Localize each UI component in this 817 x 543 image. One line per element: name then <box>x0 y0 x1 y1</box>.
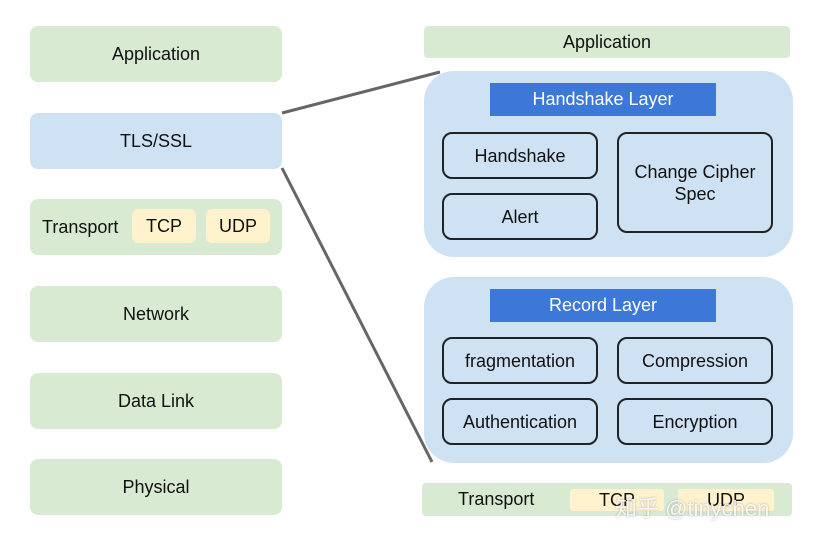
osi-data-link-label: Data Link <box>117 390 195 411</box>
detail-application-label: Application <box>562 31 652 52</box>
osi-network-layer: Network <box>30 286 282 342</box>
osi-network-label: Network <box>122 303 189 324</box>
record-layer-title: Record Layer <box>548 295 658 315</box>
change-cipher-spec-label: Change Cipher Spec <box>634 161 756 204</box>
change-cipher-spec-box: Change Cipher Spec <box>617 132 773 233</box>
detail-transport-layer: Transport TCP UDP <box>422 483 792 516</box>
osi-udp-label: UDP <box>218 215 257 236</box>
fragmentation-box: fragmentation <box>442 337 598 384</box>
record-layer-header: Record Layer <box>490 289 716 322</box>
osi-tcp-badge: TCP <box>132 209 196 243</box>
osi-tcp-label: TCP <box>146 215 182 236</box>
handshake-layer-header: Handshake Layer <box>490 83 716 116</box>
connector-bottom-line <box>280 167 434 463</box>
handshake-label: Handshake <box>474 145 566 166</box>
alert-box: Alert <box>442 193 598 240</box>
osi-transport-layer: Transport TCP UDP <box>30 199 282 255</box>
handshake-layer-panel: Handshake Layer Handshake Alert Change C… <box>424 71 793 257</box>
record-layer-panel: Record Layer fragmentation Compression A… <box>424 277 793 463</box>
fragmentation-label: fragmentation <box>464 350 576 371</box>
osi-udp-badge: UDP <box>206 209 270 243</box>
compression-label: Compression <box>641 350 749 371</box>
encryption-box: Encryption <box>617 398 773 445</box>
handshake-box: Handshake <box>442 132 598 179</box>
osi-physical-label: Physical <box>122 476 190 497</box>
osi-application-label: Application <box>111 43 201 64</box>
encryption-label: Encryption <box>652 411 738 432</box>
alert-label: Alert <box>501 206 539 227</box>
detail-tcp-label: TCP <box>599 489 635 510</box>
detail-tcp-badge: TCP <box>570 489 664 511</box>
osi-transport-label: Transport <box>42 216 119 237</box>
compression-box: Compression <box>617 337 773 384</box>
handshake-layer-title: Handshake Layer <box>532 89 674 109</box>
authentication-box: Authentication <box>442 398 598 445</box>
detail-application-layer: Application <box>424 26 790 58</box>
connector-top-line <box>281 70 441 115</box>
detail-transport-label: Transport <box>458 489 535 509</box>
osi-tls-layer: TLS/SSL <box>30 113 282 169</box>
osi-application-layer: Application <box>30 26 282 82</box>
osi-data-link-layer: Data Link <box>30 373 282 429</box>
osi-tls-label: TLS/SSL <box>119 130 193 151</box>
detail-udp-label: UDP <box>706 489 745 510</box>
authentication-label: Authentication <box>462 411 578 432</box>
watermark: 知乎 @tinychen <box>615 496 770 521</box>
detail-udp-badge: UDP <box>678 489 774 511</box>
osi-physical-layer: Physical <box>30 459 282 515</box>
